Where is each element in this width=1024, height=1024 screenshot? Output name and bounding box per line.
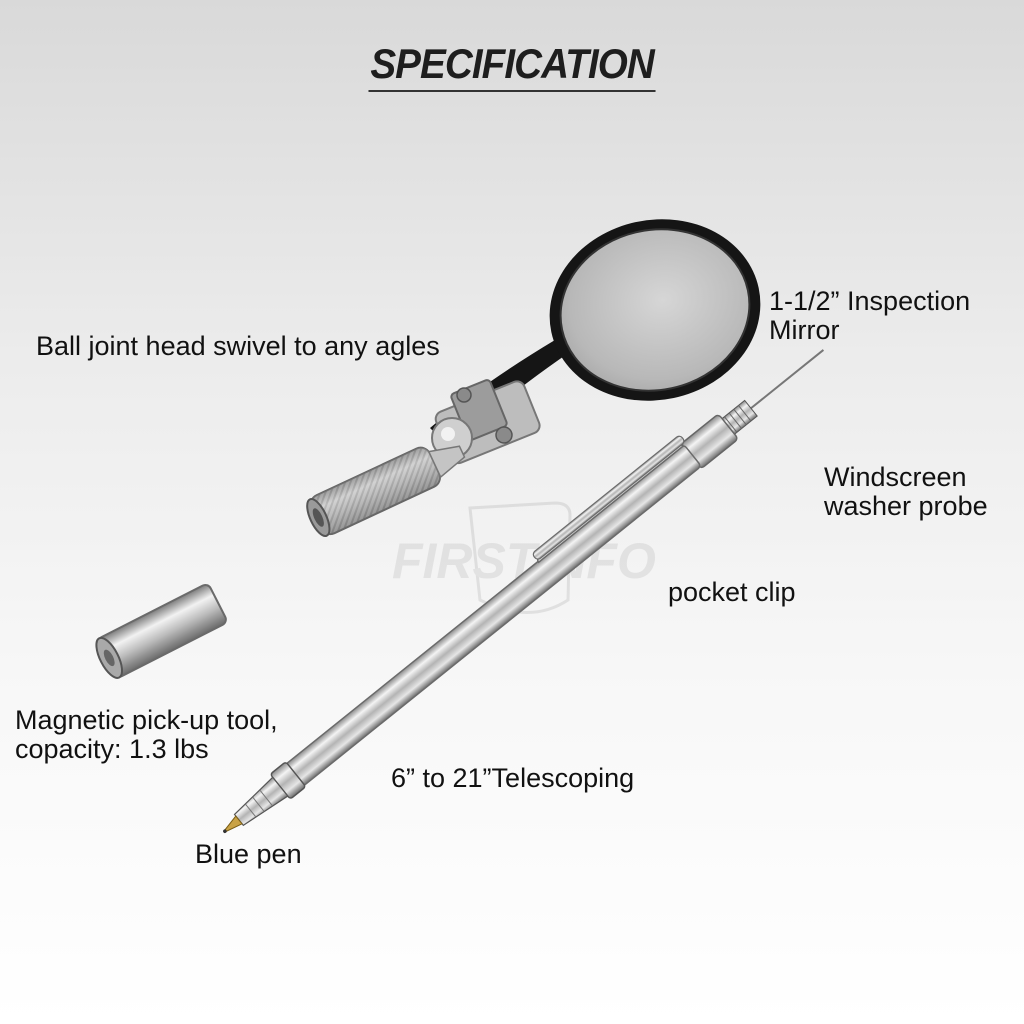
knurled-handle [306, 445, 466, 537]
blue-pen-label: Blue pen [195, 839, 302, 869]
mirror-label: 1-1/2” Inspection Mirror [769, 287, 970, 345]
page-title-wrap: SPECIFICATION [0, 40, 1024, 92]
probe-label-line1: Windscreen [824, 462, 967, 492]
magnetic-tool-label-line2: copacity: 1.3 lbs [15, 734, 209, 764]
magnetic-tool-label: Magnetic pick-up tool, copacity: 1.3 lbs [15, 706, 278, 764]
ball-joint-swivel [431, 379, 541, 465]
telescoping-label: 6” to 21”Telescoping [391, 763, 635, 793]
mirror-label-line1: 1-1/2” Inspection [769, 286, 971, 316]
probe-label: Windscreen washer probe [824, 463, 988, 521]
telescoping-rod [223, 349, 825, 833]
pocket-clip-label: pocket clip [668, 577, 796, 607]
probe-label-line2: washer probe [824, 491, 988, 521]
page-title: SPECIFICATION [368, 40, 656, 92]
magnetic-tool-label-line1: Magnetic pick-up tool, [15, 705, 278, 735]
inspection-mirror [430, 219, 761, 448]
mirror-label-line2: Mirror [769, 315, 840, 345]
magnetic-pickup-tool [95, 583, 227, 679]
ball-joint-label: Ball joint head swivel to any agles [36, 331, 440, 361]
